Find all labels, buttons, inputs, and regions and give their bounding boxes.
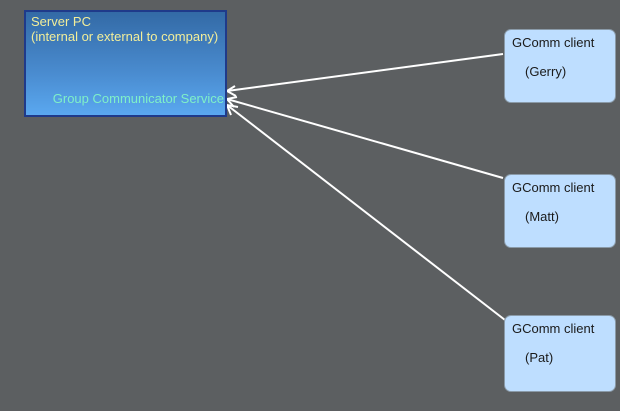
client-user: (Pat) [525,350,554,365]
client-node-matt[interactable]: GComm client (Matt) [504,174,616,248]
arrowhead-pat [225,103,239,116]
connection-gerry [226,53,504,92]
client-name: GComm client [512,35,595,50]
client-user: (Matt) [525,209,559,224]
connection-pat [226,104,506,321]
connection-matt [226,98,504,179]
server-title-line1: Server PC [31,14,91,29]
server-title-line2: (internal or external to company) [31,29,219,44]
server-title: Server PC (internal or external to compa… [31,14,218,44]
client-name: GComm client [512,180,595,195]
server-pc-node[interactable]: Server PC (internal or external to compa… [24,10,227,117]
arrowhead-matt [225,96,238,108]
service-label: Group Communicator Service [52,91,224,106]
client-user: (Gerry) [525,64,567,79]
client-name: GComm client [512,321,595,336]
client-node-gerry[interactable]: GComm client (Gerry) [504,29,616,103]
arrowhead-gerry [225,85,237,97]
client-node-pat[interactable]: GComm client (Pat) [504,315,616,392]
